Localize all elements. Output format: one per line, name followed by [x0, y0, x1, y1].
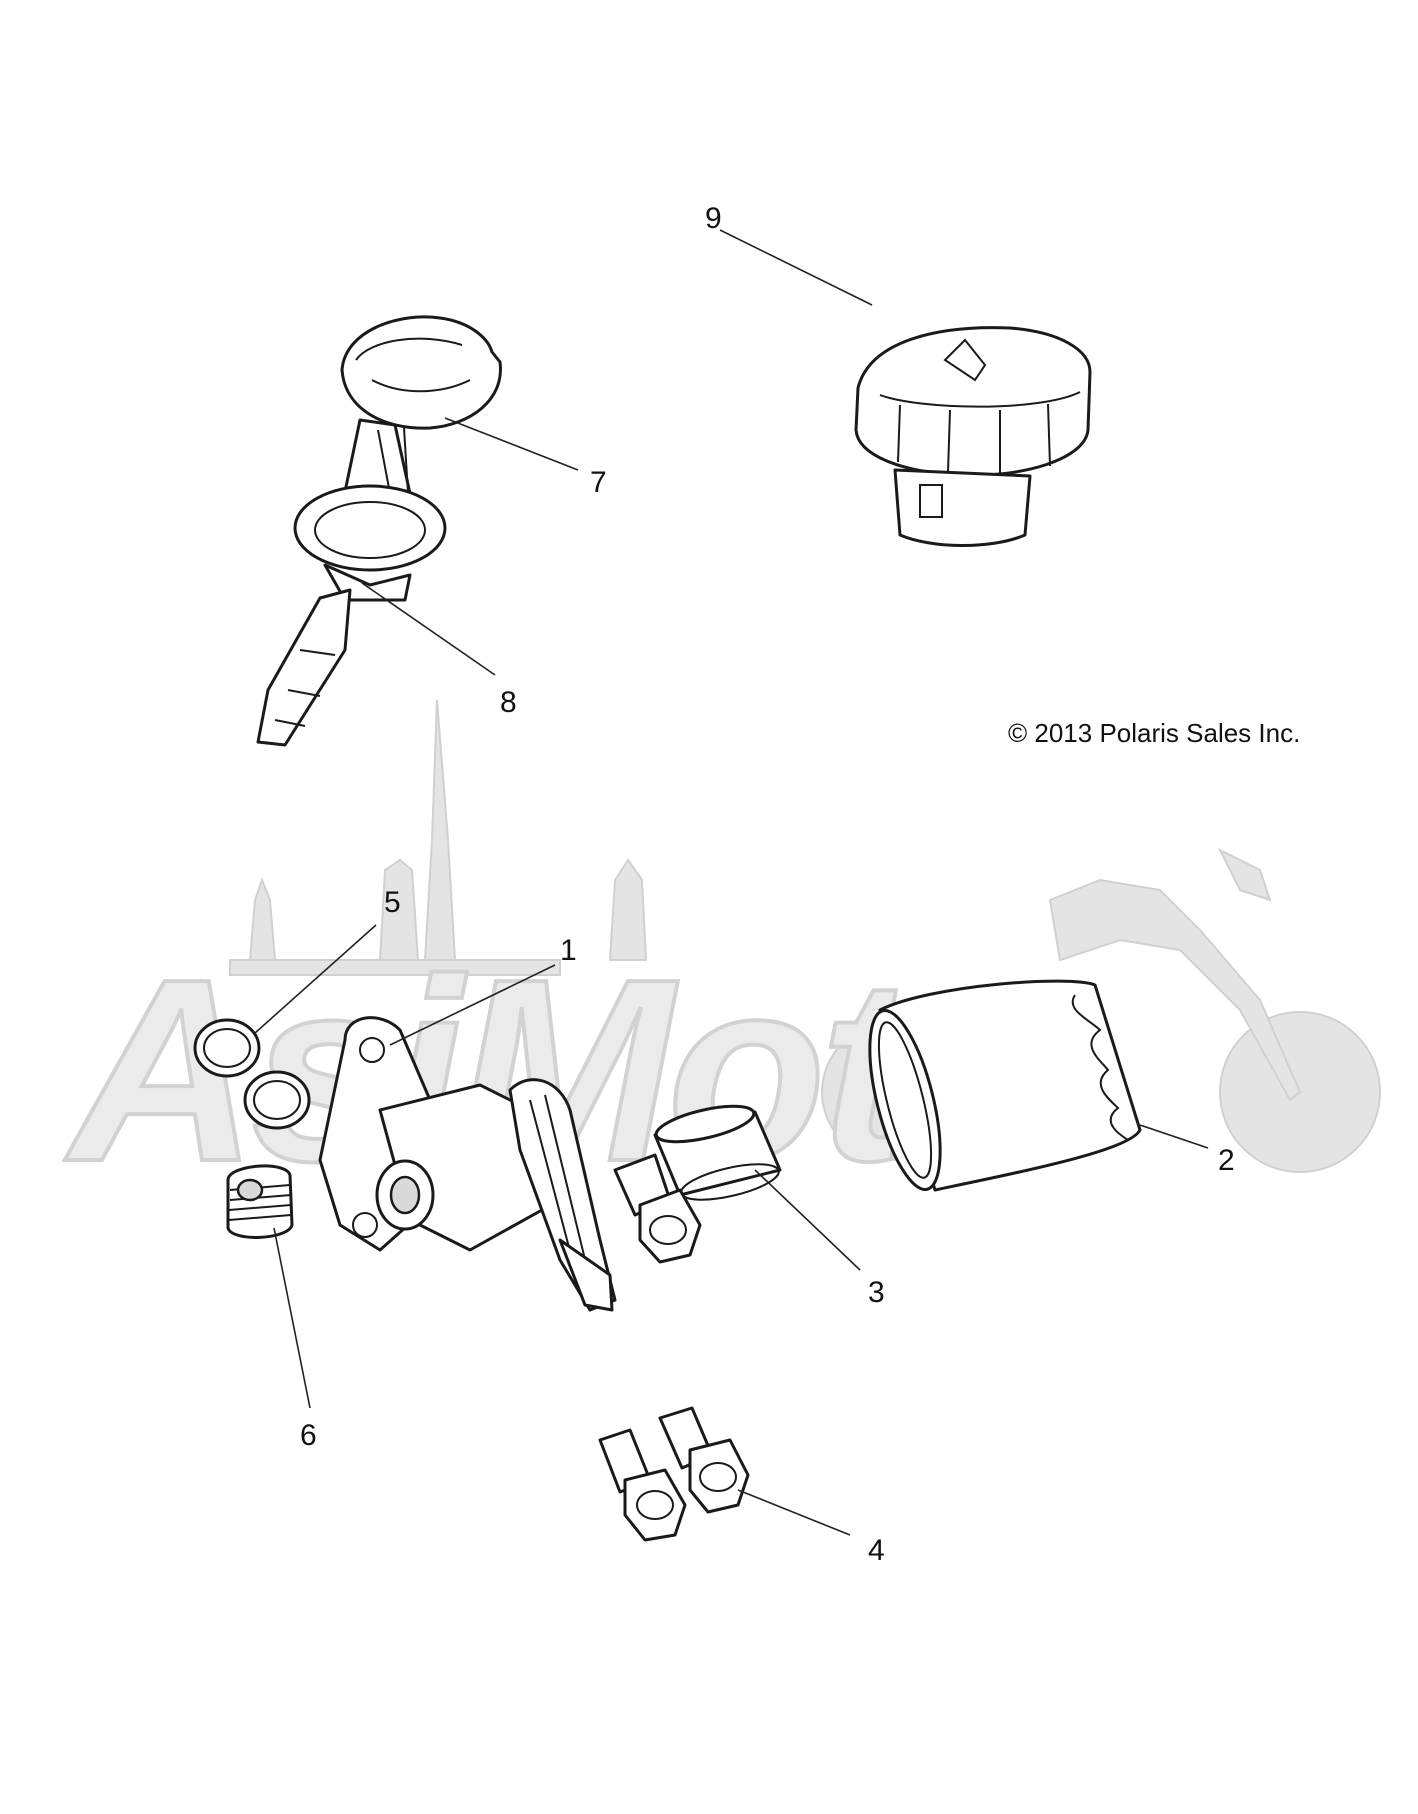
- part-2-oil-filter: [868, 979, 1142, 1192]
- copyright-notice: © 2013 Polaris Sales Inc.: [1008, 718, 1301, 748]
- leader-1: [389, 964, 556, 1046]
- callout-3: 3: [868, 1276, 885, 1309]
- part-7-dipstick-cap: [336, 315, 502, 552]
- callout-2: 2: [1218, 1144, 1235, 1177]
- part-4-bolts: [598, 1153, 750, 1542]
- leader-7: [444, 417, 579, 471]
- part-3-sleeve: [653, 1104, 782, 1201]
- leader-2: [1139, 1124, 1209, 1149]
- leader-9: [719, 229, 873, 306]
- leader-3: [754, 1169, 861, 1271]
- callout-8: 8: [500, 686, 517, 719]
- part-1-filter-adapter: [318, 1016, 617, 1312]
- callout-4: 4: [868, 1534, 885, 1567]
- leader-6: [273, 1227, 311, 1409]
- callout-7: 7: [590, 466, 607, 499]
- part-9-fill-cap: [854, 326, 1092, 547]
- callout-numbers: 9 7 8 5 1 2 3 4 6: [300, 202, 1235, 1567]
- leader-8: [361, 582, 496, 676]
- leader-5: [254, 924, 377, 1034]
- part-6-pipe-plug: [226, 1164, 294, 1239]
- callout-5: 5: [384, 886, 401, 919]
- callout-1: 1: [560, 934, 577, 967]
- callout-6: 6: [300, 1419, 317, 1452]
- leader-lines: [254, 229, 1209, 1536]
- part-5-o-rings: [193, 1018, 311, 1130]
- part-8-dipstick: [256, 484, 447, 747]
- leader-4: [737, 1489, 851, 1536]
- callout-9: 9: [705, 202, 722, 235]
